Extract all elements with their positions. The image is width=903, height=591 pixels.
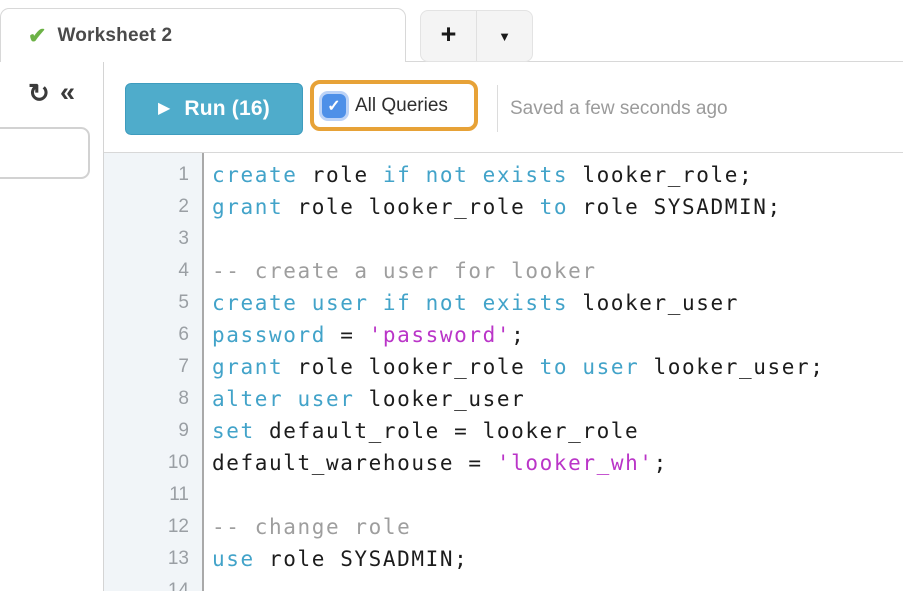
tab-worksheet-2[interactable]: ✔ Worksheet 2 <box>0 8 406 62</box>
line-number: 14 <box>167 580 189 591</box>
code-line[interactable]: alter user looker_user <box>212 387 526 411</box>
code-line[interactable]: -- change role <box>212 515 412 539</box>
code-line[interactable]: create role if not exists looker_role; <box>212 163 754 187</box>
code-lines[interactable]: create role if not exists looker_role;gr… <box>204 153 903 591</box>
code-line[interactable] <box>212 223 903 255</box>
check-icon: ✔ <box>28 22 47 48</box>
line-number: 7 <box>178 356 189 377</box>
line-number: 9 <box>178 420 189 441</box>
worksheet-menu-button[interactable]: ▼ <box>476 11 532 61</box>
run-button-label: Run (16) <box>184 97 270 120</box>
line-number: 2 <box>178 196 189 217</box>
tab-button-group: + ▼ <box>420 10 533 62</box>
line-number: 12 <box>167 516 189 537</box>
line-number: 8 <box>178 388 189 409</box>
line-number: 11 <box>169 484 189 505</box>
tab-label: Worksheet 2 <box>57 24 173 46</box>
toolbar-divider <box>497 85 498 132</box>
line-number: 10 <box>167 452 189 473</box>
code-line[interactable]: set default_role = looker_role <box>212 419 640 443</box>
line-number: 5 <box>178 292 189 313</box>
run-button[interactable]: ▶ Run (16) <box>125 83 303 135</box>
sidebar-divider <box>103 62 104 591</box>
tab-bar-divider <box>406 61 903 62</box>
all-queries-checkbox[interactable]: ✓ <box>322 93 346 118</box>
code-line[interactable]: -- create a user for looker <box>212 259 597 283</box>
code-line[interactable] <box>212 575 903 591</box>
collapse-sidebar-icon[interactable]: « <box>60 77 76 107</box>
refresh-icon[interactable]: ↻ <box>28 78 50 108</box>
line-number: 3 <box>178 228 189 249</box>
play-icon: ▶ <box>158 100 171 117</box>
line-number: 1 <box>178 164 189 185</box>
object-browser-search-box[interactable] <box>0 127 90 179</box>
code-line[interactable]: password = 'password'; <box>212 323 526 347</box>
code-line[interactable]: use role SYSADMIN; <box>212 547 469 571</box>
code-line[interactable]: grant role looker_role to role SYSADMIN; <box>212 195 782 219</box>
new-worksheet-button[interactable]: + <box>421 11 476 61</box>
line-number: 6 <box>178 324 189 345</box>
code-line[interactable]: grant role looker_role to user looker_us… <box>212 355 825 379</box>
code-line[interactable]: create user if not exists looker_user <box>212 291 739 315</box>
all-queries-label: All Queries <box>355 94 448 116</box>
save-status: Saved a few seconds ago <box>510 98 728 119</box>
code-line[interactable] <box>212 479 903 511</box>
all-queries-toggle[interactable]: ✓ All Queries <box>310 80 478 131</box>
line-number: 13 <box>167 548 189 569</box>
code-line[interactable]: default_warehouse = 'looker_wh'; <box>212 451 668 475</box>
tab-bar: ✔ Worksheet 2 + ▼ <box>0 0 903 62</box>
line-number: 4 <box>178 260 189 281</box>
